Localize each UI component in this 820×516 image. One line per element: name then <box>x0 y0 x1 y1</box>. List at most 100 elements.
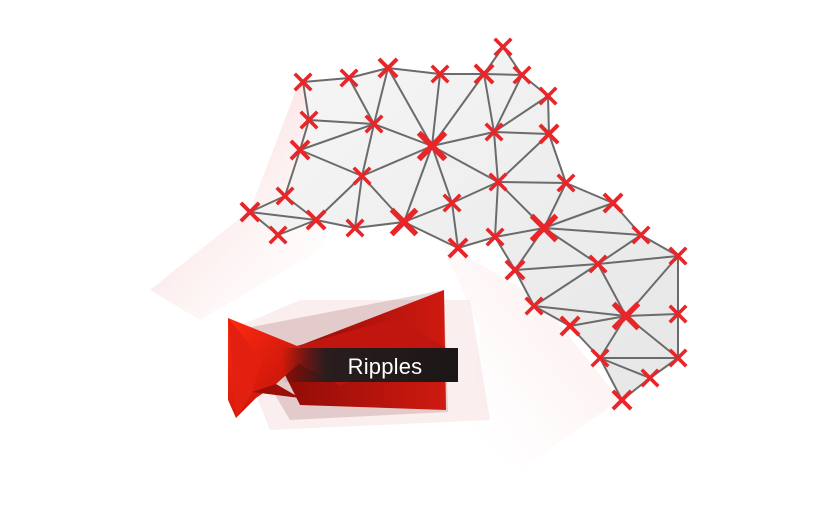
x-mark-icon <box>485 227 505 247</box>
x-mark-icon <box>588 254 608 274</box>
network-edge <box>373 123 433 147</box>
network-edge <box>565 182 614 204</box>
x-mark-icon <box>538 123 560 145</box>
network-edge <box>302 77 350 83</box>
x-mark-icon <box>493 37 513 57</box>
x-mark-icon <box>389 207 419 237</box>
network-edge <box>315 219 356 229</box>
x-mark-icon <box>556 173 576 193</box>
x-mark-icon <box>668 304 688 324</box>
network-edge <box>493 131 499 183</box>
network-edge <box>361 145 433 177</box>
x-mark-icon <box>668 348 688 368</box>
network-region <box>250 47 678 400</box>
x-mark-icon <box>504 259 526 281</box>
network-edge <box>493 74 523 133</box>
network-edge <box>299 119 310 151</box>
x-mark-icon <box>268 225 288 245</box>
network-edge <box>348 77 375 125</box>
network-edge <box>403 202 453 223</box>
network-edge <box>308 119 375 125</box>
x-mark-icon <box>631 225 651 245</box>
x-mark-icon <box>488 172 508 192</box>
network-edge <box>431 73 441 147</box>
x-mark-icon <box>416 130 448 162</box>
network-edge <box>599 357 623 401</box>
x-mark-icon <box>289 139 311 161</box>
network-edge <box>403 221 459 249</box>
network-edge <box>284 149 301 197</box>
x-mark-icon <box>442 193 462 213</box>
network-edge <box>249 195 286 213</box>
x-mark-icon <box>484 122 504 142</box>
badge-lower-fold <box>252 384 300 398</box>
x-mark-icon <box>352 166 372 186</box>
badge-front-fold <box>228 318 262 418</box>
network-edge <box>493 95 549 133</box>
network-edge <box>431 145 499 183</box>
network-edge <box>361 123 375 177</box>
network-edge <box>354 221 405 229</box>
badge-label-strip <box>282 348 458 382</box>
network-edge <box>348 67 389 79</box>
network-edge <box>457 236 496 249</box>
x-mark-icon <box>293 72 313 92</box>
network-edge <box>387 67 433 147</box>
network-edge <box>543 202 614 229</box>
x-mark-icon <box>305 209 327 231</box>
x-mark-icon <box>524 296 544 316</box>
x-mark-icon <box>339 68 359 88</box>
x-mark-icon <box>447 237 469 259</box>
network-edge <box>497 181 567 184</box>
x-mark-icon <box>538 86 558 106</box>
network-edge <box>494 227 545 238</box>
x-mark-icon <box>640 368 660 388</box>
network-edge <box>597 263 627 317</box>
x-mark-icon <box>559 315 581 337</box>
network-edge <box>483 73 495 133</box>
x-mark-icon <box>473 63 495 85</box>
x-mark-icon <box>345 218 365 238</box>
x-mark-icon <box>668 246 688 266</box>
x-mark-icon <box>602 192 624 214</box>
x-mark-icon <box>529 213 559 243</box>
network-edge <box>249 211 317 221</box>
x-mark-icon <box>611 389 633 411</box>
x-mark-icon <box>430 64 450 84</box>
network-edge <box>494 181 499 238</box>
x-mark-icon <box>377 57 399 79</box>
network-edge <box>299 123 375 151</box>
network-edge <box>514 263 599 271</box>
network-edge <box>373 67 389 125</box>
ripples-label: Ripples <box>347 354 423 379</box>
network-edge <box>533 263 599 307</box>
network-edge <box>493 131 550 135</box>
network-edge <box>354 175 363 229</box>
network-edge <box>599 357 651 379</box>
ripples-badge <box>228 290 458 420</box>
network-edge <box>403 145 433 223</box>
network-edge <box>299 149 363 177</box>
x-mark-icon <box>239 201 261 223</box>
network-edge <box>597 255 679 265</box>
network-edge <box>451 202 459 249</box>
network-edge <box>483 73 523 76</box>
network-edge <box>625 313 679 317</box>
network-edge <box>543 227 642 236</box>
network-edge <box>514 269 535 307</box>
network-edge <box>640 234 679 257</box>
network-edge <box>431 131 495 147</box>
x-mark-icon <box>590 348 610 368</box>
network-edge <box>548 133 567 184</box>
network-edge <box>547 95 550 135</box>
network-edge <box>387 67 441 75</box>
network-edge <box>302 81 310 121</box>
x-mark-icon <box>512 65 532 85</box>
network-edge <box>569 315 627 327</box>
network-edge <box>533 305 627 317</box>
x-mark-icon <box>364 114 384 134</box>
network-nodes <box>239 37 688 411</box>
network-edge <box>451 181 499 204</box>
